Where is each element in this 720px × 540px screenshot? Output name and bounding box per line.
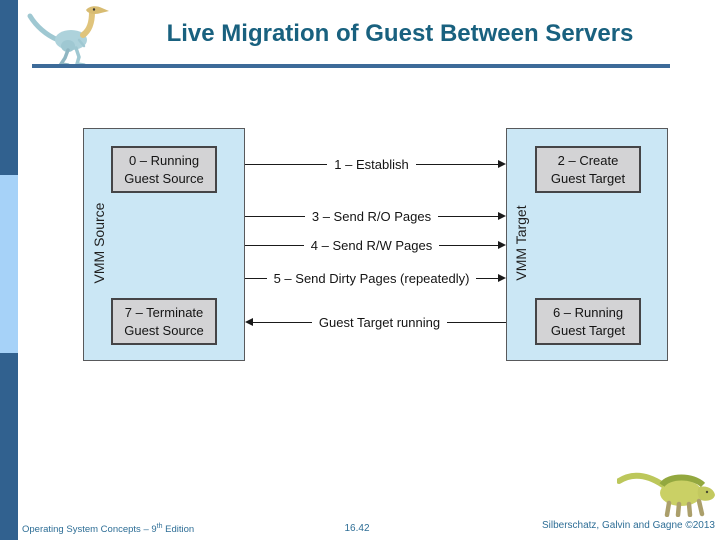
sidebar-accent-top — [0, 0, 18, 175]
arrowhead-right-icon — [498, 274, 507, 282]
sidebar-accent-middle — [0, 175, 18, 353]
arrow-label: Guest Target running — [318, 314, 441, 330]
title-underline — [32, 64, 670, 68]
vmm-target-label: VMM Target — [513, 205, 529, 281]
step-box-create-guest-target: 2 – Create Guest Target — [535, 146, 641, 193]
arrowhead-right-icon — [498, 241, 506, 249]
arrow-line — [245, 163, 328, 165]
arrow-label: 4 – Send R/W Pages — [310, 237, 433, 253]
arrow-line — [415, 163, 498, 165]
step-box-running-guest-target: 6 – Running Guest Target — [535, 298, 641, 345]
arrowhead-left-icon — [245, 318, 253, 326]
step-box-line: Guest Source — [124, 170, 204, 186]
step-box-line: Guest Source — [124, 322, 204, 338]
arrow-send-rw-pages: 4 – Send R/W Pages — [245, 236, 506, 254]
arrow-label: 3 – Send R/O Pages — [311, 208, 432, 224]
page-title: Live Migration of Guest Between Servers — [166, 20, 634, 47]
step-box-line: 6 – Running — [552, 304, 624, 320]
arrow-establish: 1 – Establish — [245, 155, 506, 173]
arrow-send-ro-pages: 3 – Send R/O Pages — [245, 207, 506, 225]
arrowhead-right-icon — [498, 212, 506, 220]
step-box-line: 0 – Running — [128, 152, 200, 168]
arrow-line — [447, 321, 507, 323]
step-box-line: 7 – Terminate — [124, 304, 204, 320]
footer-book-title: Operating System Concepts – 9th Edition — [22, 523, 194, 535]
slide-number: 16.42 — [344, 523, 370, 534]
arrow-line — [245, 277, 267, 279]
step-box-line: Guest Target — [550, 170, 626, 186]
arrow-label: 5 – Send Dirty Pages (repeatedly) — [273, 270, 470, 286]
arrow-send-dirty-pages: 5 – Send Dirty Pages (repeatedly) — [245, 269, 507, 287]
arrow-line — [245, 244, 304, 246]
footer-authors: Silberschatz, Galvin and Gagne ©2013 — [541, 520, 715, 531]
arrow-guest-target-running: Guest Target running — [245, 313, 507, 331]
step-box-running-guest-source: 0 – Running Guest Source — [111, 146, 217, 193]
footer-book-sup: th — [156, 523, 163, 530]
footer-book-prefix: Operating System Concepts – 9 — [22, 524, 157, 536]
arrow-line — [438, 215, 498, 217]
sidebar-accent-bottom — [0, 353, 18, 540]
arrow-line — [253, 321, 312, 323]
footer-book-suffix: Edition — [162, 524, 195, 536]
arrow-label: 1 – Establish — [334, 156, 409, 172]
arrow-line — [245, 215, 305, 217]
step-box-terminate-guest-source: 7 – Terminate Guest Source — [111, 298, 217, 345]
arrow-line — [476, 277, 499, 279]
dinosaur-footer-icon — [617, 472, 715, 517]
step-box-line: Guest Target — [550, 322, 626, 338]
vmm-source-label: VMM Source — [91, 202, 107, 284]
arrow-line — [439, 244, 498, 246]
arrowhead-right-icon — [498, 160, 506, 168]
step-box-line: 2 – Create — [557, 152, 619, 168]
